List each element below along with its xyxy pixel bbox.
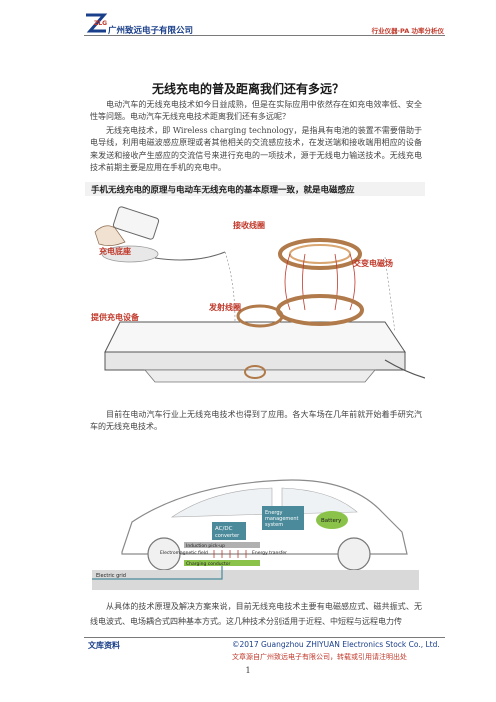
header-divider [84,35,445,36]
transmit-coil [236,294,364,379]
company-name: 广州致远电子有限公司 [108,26,194,36]
article-title: 无线充电的普及距离我们还有多远？ [151,82,344,96]
zlg-logo-icon: ZLG [86,13,108,33]
label-induction-pickup: Induction pick-up [186,543,225,549]
paragraph-technologies: 从具体的技术原理及解决方案来说，目前无线充电技术主要有电磁感应式、磁共振式、无线… [90,602,422,626]
label-energy-transfer: Energy transfer [252,550,287,556]
label-converter: converter [215,533,240,539]
footer-note: 文章源自广州致远电子有限公司，转载或引用请注明出处 [232,653,407,661]
car-window [170,487,273,518]
receive-coil [278,238,362,270]
footer-copyright: ©2017 Guangzhou ZHIYUAN Electronics Stoc… [232,640,440,649]
header-tagline: 行业仪器·PA 功率分析仪 [371,27,444,35]
figure-banner: 手机无线充电的原理与电动车无线充电的基本原理一致，就是电磁感应 [91,185,355,196]
label-receive-coil: 接收线圈 [233,220,265,230]
footer-label: 文库资料 [88,641,120,650]
logo-text: ZLG [94,20,107,27]
energy-management-box [262,506,304,530]
label-acdc: AC/DC [215,526,233,532]
ev-wireless-charging-figure: AC/DC converter Energy management system… [92,479,419,590]
rear-wheel [337,537,371,571]
page-number: 1 [245,666,251,675]
label-charging-conductor: Charging conductor [186,561,231,567]
battery-icon [316,511,348,529]
acdc-converter-box [212,522,246,540]
wireless-charging-principle-figure: 手机无线充电的原理与电动车无线充电的基本原理一致，就是电磁感应 接收线圈 充电底 [85,182,425,383]
ground [92,570,419,590]
label-transmit-coil: 发射线圈 [208,302,241,312]
induction-pickup-bar [184,542,260,548]
paragraph-intro: 电动汽车的无线充电技术如今日益成熟，但是在实际应用中依然存在如充电效率低、安全性… [90,100,422,122]
label-battery: Battery [321,518,342,524]
label-charge-base: 充电底座 [99,246,131,256]
callout-lines [224,251,396,333]
charging-conductor-bar [184,560,260,566]
label-em-field: Electromagnetic field [160,550,208,556]
magnetic-field-lines [284,253,356,311]
label-electric-grid: Electric grid [96,573,126,579]
label-energy: Energy [265,510,283,516]
grid-line [92,566,223,580]
page-header: ZLG 广州致远电子有限公司 行业仪器·PA 功率分析仪 [84,11,444,37]
label-alternating-field: 交变电磁场 [353,258,393,268]
paragraph-ev-application: 目前在电动汽车行业上无线充电技术也得到了应用。各大车场在几年前就开始着手研究汽车… [90,410,422,432]
label-system: system [265,522,283,528]
energy-arrows [213,550,247,558]
label-charging-device: 提供充电设备 [91,312,140,322]
phone-illustration [94,206,226,263]
footer-divider [84,637,445,638]
paragraph-definition: 无线充电技术，即 Wireless charging technology，是指… [90,126,422,173]
figure-banner-bg [85,182,425,196]
label-management: management [265,516,299,522]
